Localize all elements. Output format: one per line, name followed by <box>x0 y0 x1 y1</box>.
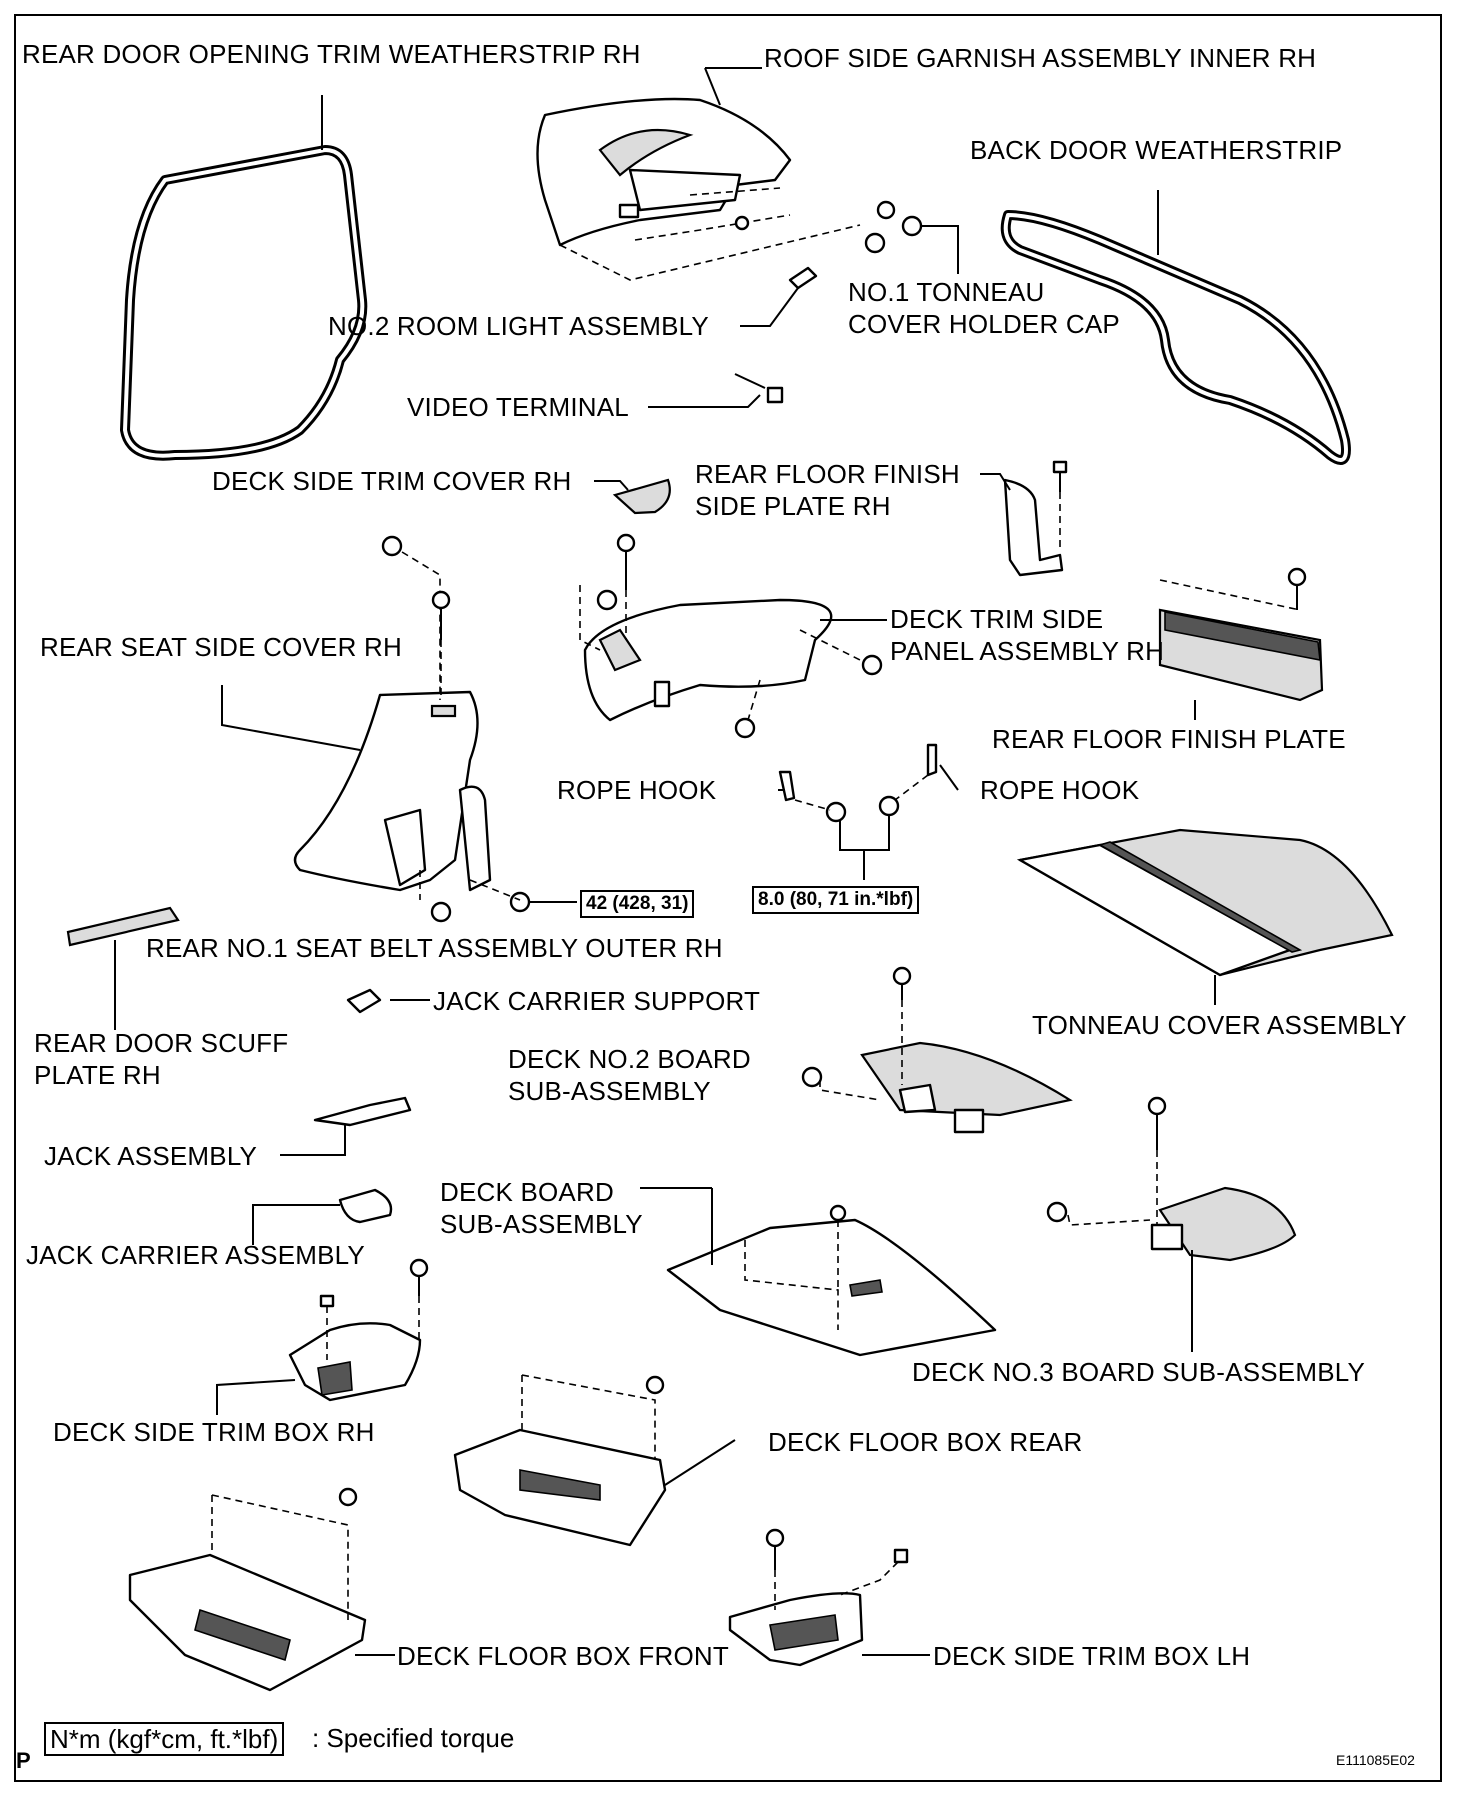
label-deck-side-trim-box-lh: DECK SIDE TRIM BOX LH <box>933 1641 1251 1671</box>
label-deck-no2-board: DECK NO.2 BOARD SUB-ASSEMBLY <box>508 1044 751 1106</box>
label-video-terminal: VIDEO TERMINAL <box>407 392 629 422</box>
label-jack-carrier-assembly: JACK CARRIER ASSEMBLY <box>26 1240 365 1270</box>
label-rope-hook-left: ROPE HOOK <box>557 775 717 805</box>
label-deck-board: DECK BOARD SUB-ASSEMBLY <box>440 1177 643 1239</box>
corner-mark: P <box>16 1748 31 1773</box>
torque-rope-hook: 8.0 (80, 71 in.*lbf) <box>752 886 920 914</box>
diagram-frame <box>14 14 1442 1782</box>
rear-floor-finish-plate-part <box>1158 567 1324 720</box>
label-deck-no3-board: DECK NO.3 BOARD SUB-ASSEMBLY <box>912 1357 1366 1387</box>
deck-no3-board-part <box>1046 1096 1297 1352</box>
label-seat-belt-outer: REAR NO.1 SEAT BELT ASSEMBLY OUTER RH <box>146 933 723 963</box>
label-rear-seat-side-cover: REAR SEAT SIDE COVER RH <box>40 632 402 662</box>
label-deck-floor-box-rear: DECK FLOOR BOX REAR <box>768 1427 1083 1457</box>
figure-code: E111085E02 <box>1336 1752 1415 1768</box>
deck-no2-board-part <box>801 966 1073 1134</box>
rear-door-weatherstrip-part <box>120 95 368 461</box>
jack-assembly-part <box>280 1096 412 1156</box>
deck-trim-side-panel-part <box>579 533 887 739</box>
label-rear-floor-finish-side-plate: REAR FLOOR FINISH SIDE PLATE RH <box>695 459 960 521</box>
label-deck-trim-side-panel: DECK TRIM SIDE PANEL ASSEMBLY RH <box>890 604 1165 666</box>
label-deck-floor-box-front: DECK FLOOR BOX FRONT <box>397 1641 729 1671</box>
rear-seat-side-cover-part <box>221 535 479 892</box>
label-room-light: NO.2 ROOM LIGHT ASSEMBLY <box>328 311 709 341</box>
label-rear-floor-finish-plate: REAR FLOOR FINISH PLATE <box>992 724 1346 754</box>
roof-side-garnish-part <box>536 67 959 281</box>
video-terminal-part <box>648 373 784 408</box>
rear-door-scuff-plate-part <box>66 906 180 1030</box>
label-back-door-weatherstrip: BACK DOOR WEATHERSTRIP <box>970 135 1343 165</box>
legend-text: : Specified torque <box>312 1723 515 1753</box>
legend-unit-box: N*m (kgf*cm, ft.*lbf) <box>44 1722 285 1756</box>
tonneau-cover-part <box>1016 828 1394 1005</box>
label-jack-carrier-support: JACK CARRIER SUPPORT <box>433 986 761 1016</box>
deck-side-trim-box-rh-part <box>216 1258 429 1415</box>
back-door-weatherstrip-part <box>1000 190 1351 465</box>
deck-floor-box-rear-part <box>453 1374 736 1547</box>
deck-side-trim-cover-part <box>594 478 671 515</box>
deck-board-part <box>640 1187 997 1357</box>
rope-hooks-part <box>778 743 959 880</box>
label-jack-assembly: JACK ASSEMBLY <box>44 1141 258 1171</box>
label-rope-hook-right: ROPE HOOK <box>980 775 1140 805</box>
label-rear-door-opening-weatherstrip: REAR DOOR OPENING TRIM WEATHERSTRIP RH <box>22 39 641 69</box>
room-light-part <box>740 266 818 327</box>
label-roof-side-garnish: ROOF SIDE GARNISH ASSEMBLY INNER RH <box>764 43 1317 73</box>
label-rear-door-scuff-plate: REAR DOOR SCUFF PLATE RH <box>34 1028 289 1090</box>
torque-seat-belt: 42 (428, 31) <box>580 890 695 918</box>
seat-belt-part <box>419 785 575 923</box>
jack-carrier-assembly-part <box>252 1188 393 1245</box>
label-deck-side-trim-cover: DECK SIDE TRIM COVER RH <box>212 466 572 496</box>
label-deck-side-trim-box-rh: DECK SIDE TRIM BOX RH <box>53 1417 375 1447</box>
rear-floor-finish-side-plate-part <box>980 460 1068 577</box>
deck-side-trim-box-lh-part <box>728 1528 930 1667</box>
label-tonneau-cover: TONNEAU COVER ASSEMBLY <box>1032 1010 1407 1040</box>
jack-carrier-support-part <box>346 988 430 1014</box>
label-tonneau-holder-cap: NO.1 TONNEAU COVER HOLDER CAP <box>848 277 1120 339</box>
deck-floor-box-front-part <box>128 1487 395 1692</box>
